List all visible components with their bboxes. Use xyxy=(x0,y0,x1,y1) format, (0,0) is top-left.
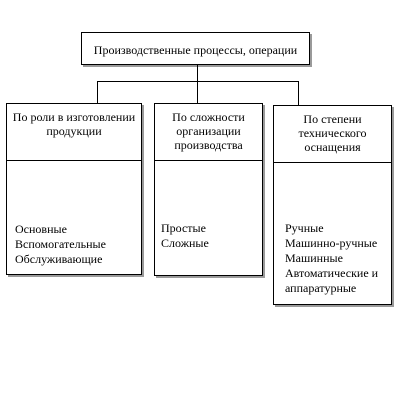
column-complexity-divider xyxy=(155,160,262,161)
root-box: Производственные процессы, операции xyxy=(81,32,310,65)
column-complexity-header-line: производства xyxy=(174,138,243,152)
connector-horizontal xyxy=(97,81,299,82)
list-item: Машинные xyxy=(285,251,343,265)
column-complexity-header-line: организации xyxy=(176,124,241,138)
column-equipment-items: Ручные Машинно-ручные Машинные Автоматич… xyxy=(285,221,378,296)
connector-col1 xyxy=(97,81,98,103)
list-item: Сложные xyxy=(161,236,209,250)
connector-root-down xyxy=(197,65,198,82)
column-equipment-header-line: По степени xyxy=(303,112,362,126)
column-complexity-items: Простые Сложные xyxy=(161,221,209,251)
list-item: Автоматические и xyxy=(285,266,379,280)
connector-col2 xyxy=(197,81,198,103)
list-item: Ручные xyxy=(285,221,324,235)
column-role-header: По роли в изготовлении продукции xyxy=(7,110,141,138)
list-item: аппаратурные xyxy=(285,281,357,295)
column-complexity-header: По сложности организации производства xyxy=(155,110,262,152)
column-equipment-header: По степени технического оснащения xyxy=(274,112,391,154)
list-item: Вспомогательные xyxy=(15,237,106,251)
column-role-header-line: продукции xyxy=(46,124,102,138)
column-role-header-line: По роли в изготовлении xyxy=(12,110,136,124)
list-item: Машинно-ручные xyxy=(285,236,378,250)
list-item: Обслуживающие xyxy=(15,252,103,266)
column-role-items: Основные Вспомогательные Обслуживающие xyxy=(15,222,106,267)
column-role-divider xyxy=(7,160,141,161)
column-equipment-header-line: оснащения xyxy=(304,140,361,154)
connector-col3 xyxy=(298,81,299,105)
list-item: Простые xyxy=(161,221,206,235)
column-complexity-header-line: По сложности xyxy=(172,110,245,124)
root-title: Производственные процессы, операции xyxy=(93,43,298,57)
column-role-box: По роли в изготовлении продукции Основны… xyxy=(6,103,142,275)
column-equipment-box: По степени технического оснащения Ручные… xyxy=(273,105,392,305)
column-equipment-divider xyxy=(274,162,391,163)
column-complexity-box: По сложности организации производства Пр… xyxy=(154,103,263,276)
list-item: Основные xyxy=(15,222,67,236)
column-equipment-header-line: технического xyxy=(298,126,367,140)
